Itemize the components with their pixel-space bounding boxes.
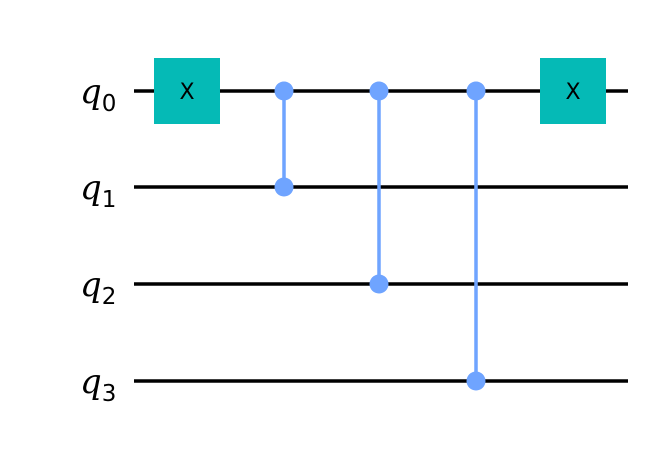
cz-gate [369, 81, 389, 294]
x-gate-label: X [179, 80, 194, 105]
x-gate-box [540, 58, 606, 124]
x-gate-label: X [565, 80, 580, 105]
cz-gate [274, 81, 294, 197]
x-gate-box [154, 58, 220, 124]
qubit-label-index: 0 [102, 91, 117, 117]
qubit-label-1: q1 [80, 168, 116, 213]
cz-gate [466, 81, 486, 391]
qubit-label-0: q0 [80, 72, 116, 117]
qubit-label-index: 2 [102, 284, 117, 310]
qubit-label-name: q [80, 168, 102, 208]
x-gate: X [154, 58, 220, 124]
qubit-label-name: q [80, 72, 102, 112]
cz-control-dot [274, 81, 294, 101]
wires-layer [134, 89, 628, 383]
x-gate: X [540, 58, 606, 124]
qubit-label-3: q3 [80, 362, 116, 407]
cz-target-dot [369, 274, 389, 294]
cz-target-dot [274, 177, 294, 197]
cz-control-dot [369, 81, 389, 101]
qubit-label-name: q [80, 265, 102, 305]
qubit-label-name: q [80, 362, 102, 402]
qubit-label-index: 3 [102, 381, 117, 407]
cz-target-dot [466, 371, 486, 391]
qubit-label-index: 1 [102, 187, 117, 213]
qubit-label-2: q2 [80, 265, 116, 310]
cz-control-dot [466, 81, 486, 101]
